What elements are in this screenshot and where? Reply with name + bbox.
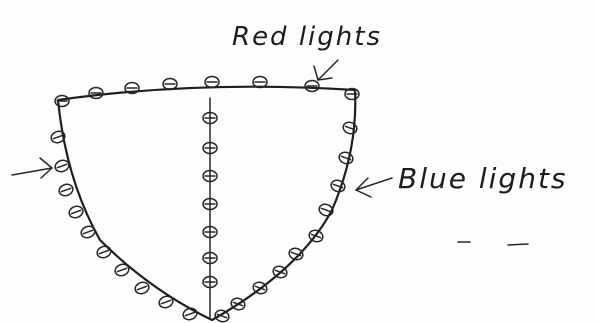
red-lights-label: Red lights <box>232 22 382 52</box>
red-light-bulb <box>163 79 177 90</box>
blue-light-bulb <box>338 150 355 165</box>
red-lights-arrow <box>314 60 338 80</box>
blue-light-bulb <box>68 204 85 219</box>
blue-lights-label: Blue lights <box>398 162 568 195</box>
blue-light-bulb <box>134 280 151 295</box>
blue-light-bulb <box>58 182 75 197</box>
red-light-bulb <box>305 81 319 92</box>
red-lights-row <box>55 77 359 107</box>
left-side-arrow <box>12 158 52 178</box>
blue-light-bulb <box>288 246 305 261</box>
stray-mark <box>508 244 528 245</box>
blue-light-bulb <box>96 244 113 259</box>
red-light-bulb <box>205 77 219 88</box>
blue-lights-arrow <box>356 178 392 197</box>
blue-light-bulb <box>342 120 359 135</box>
blue-light-bulb <box>182 306 199 321</box>
red-light-bulb <box>55 96 69 107</box>
red-light-bulb <box>89 88 103 99</box>
